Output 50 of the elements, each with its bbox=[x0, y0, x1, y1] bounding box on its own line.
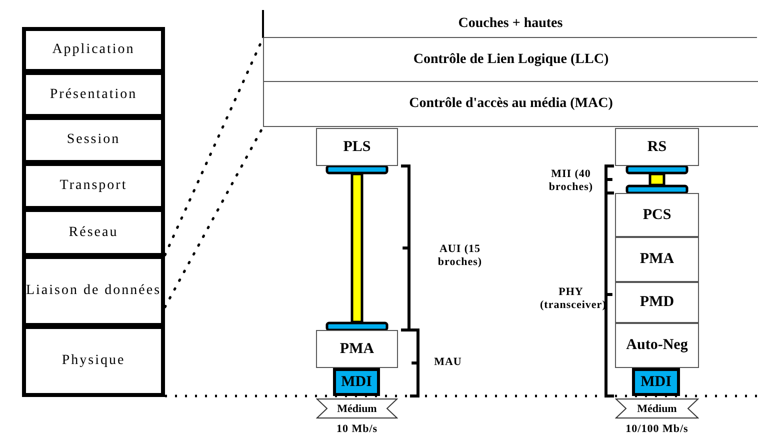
layer-label: Physique bbox=[62, 353, 126, 369]
bracket-label: PHY (transceiver) bbox=[540, 286, 602, 312]
layer-band bbox=[263, 38, 758, 82]
speed-label: 10/100 Mb/s bbox=[624, 423, 690, 436]
interface-label: MDI bbox=[341, 374, 372, 390]
layer-box bbox=[22, 116, 165, 164]
speed-label: 10 Mb/s bbox=[335, 423, 379, 436]
sublayer-box bbox=[615, 237, 699, 282]
layer-label: PCS bbox=[642, 206, 672, 224]
sublayer-box bbox=[615, 193, 699, 237]
layer-box bbox=[22, 325, 165, 397]
layer-label: PMD bbox=[640, 294, 674, 311]
medium-shape bbox=[316, 398, 398, 419]
interface-box bbox=[632, 368, 680, 396]
layer-label: Couches + hautes bbox=[458, 16, 563, 32]
medium-shape bbox=[615, 398, 699, 419]
layer-box bbox=[22, 27, 165, 73]
layer-label: Session bbox=[66, 132, 120, 148]
layer-label: PMA bbox=[640, 251, 674, 268]
cable bbox=[350, 172, 364, 324]
layer-box bbox=[22, 162, 165, 210]
sublayer-box bbox=[615, 128, 699, 166]
sublayer-box bbox=[316, 330, 398, 368]
layer-label: Médium bbox=[637, 402, 677, 414]
layer-label: Présentation bbox=[50, 86, 138, 102]
layer-label: RS bbox=[647, 138, 667, 156]
layer-label: PLS bbox=[343, 138, 371, 156]
sublayer-box bbox=[316, 128, 398, 166]
bracket-label: MAU bbox=[433, 356, 463, 369]
sublayer-box bbox=[615, 282, 699, 323]
layer-label: Médium bbox=[337, 402, 377, 414]
layer-band bbox=[263, 82, 758, 127]
layer-band bbox=[262, 10, 757, 38]
interface-label: MDI bbox=[640, 374, 672, 390]
layer-label: Contrôle d'accès au média (MAC) bbox=[409, 96, 613, 112]
layer-label: Liaison de données bbox=[26, 283, 162, 299]
layer-label: Transport bbox=[60, 178, 128, 194]
layer-box bbox=[22, 71, 165, 118]
sublayer-box bbox=[615, 323, 699, 368]
layer-label: Réseau bbox=[68, 224, 118, 240]
bracket-label: MII (40 broches) bbox=[548, 168, 594, 194]
cable bbox=[648, 172, 666, 186]
layer-label: Application bbox=[52, 42, 135, 58]
layer-label: Auto-Neg bbox=[626, 337, 688, 354]
interface-box bbox=[333, 368, 380, 396]
layer-label: Contrôle de Lien Logique (LLC) bbox=[413, 52, 609, 68]
layer-label: PMA bbox=[340, 340, 374, 358]
layer-box bbox=[22, 255, 165, 327]
bracket-label: AUI (15 broches) bbox=[436, 243, 484, 269]
layer-box bbox=[22, 208, 165, 257]
